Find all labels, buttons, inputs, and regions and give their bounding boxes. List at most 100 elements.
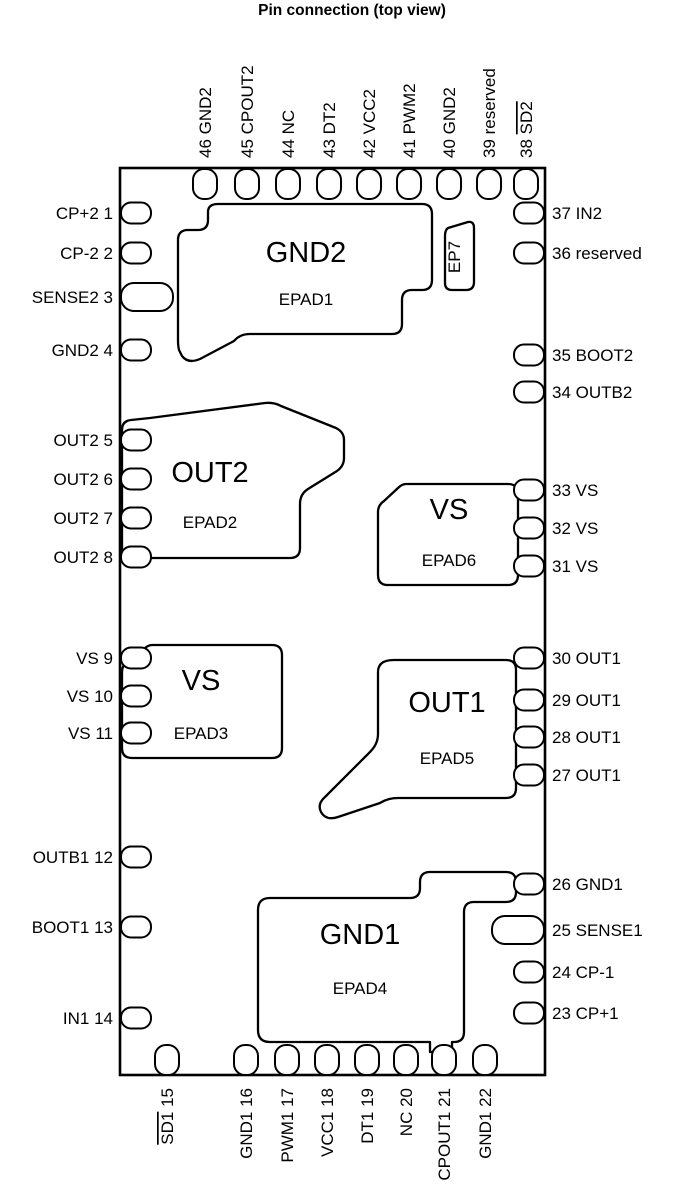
pad-vs-right-label: VS xyxy=(430,494,469,526)
pin-3 xyxy=(120,282,174,312)
pin-10-label: VS 10 xyxy=(67,687,113,706)
pin-14-label: IN1 14 xyxy=(63,1009,113,1028)
pin-22 xyxy=(472,1044,498,1076)
pad-epad2-id: EPAD2 xyxy=(183,513,238,532)
pin-6 xyxy=(120,467,152,491)
pin-40 xyxy=(436,168,462,200)
pin-34-label: 34 OUTB2 xyxy=(552,383,632,402)
pin-31 xyxy=(513,554,545,578)
pin-27 xyxy=(513,763,545,787)
pin-46 xyxy=(192,168,218,200)
pin-26-label: 26 GND1 xyxy=(552,875,623,894)
pad-out1-label: OUT1 xyxy=(408,687,485,719)
pin-7 xyxy=(120,506,152,530)
pin-5 xyxy=(120,428,152,452)
pin-40-label: 40 GND2 xyxy=(440,87,459,158)
bottom-pins: SD1 15 GND1 16 PWM1 17 VCC1 18 DT1 19 NC 20 CP… xyxy=(154,1044,498,1181)
pin-15 xyxy=(154,1044,180,1076)
pin-9 xyxy=(120,646,152,670)
pin-38-label: 38 SD2 xyxy=(517,101,536,158)
pin-2 xyxy=(120,241,152,265)
pin-26 xyxy=(513,872,545,896)
pin-43 xyxy=(316,168,342,200)
pin-1-label: CP+2 1 xyxy=(56,204,113,223)
pin-5-label: OUT2 5 xyxy=(53,431,113,450)
pin-17 xyxy=(274,1044,300,1076)
pin-21 xyxy=(431,1044,457,1076)
pad-gnd1-label: GND1 xyxy=(320,919,401,951)
pin-39 xyxy=(476,168,502,200)
pin-2-label: CP-2 2 xyxy=(60,244,113,263)
pin-37-label: 37 IN2 xyxy=(552,204,602,223)
pin-25 xyxy=(491,915,545,945)
pad-vs-left-label: VS xyxy=(182,665,221,697)
pin-18-label: VCC1 18 xyxy=(318,1088,337,1157)
pin-13 xyxy=(120,915,152,939)
pin-12-label: OUTB1 12 xyxy=(33,848,113,867)
pin-24-label: 24 CP-1 xyxy=(552,963,614,982)
pin-44 xyxy=(275,168,301,200)
pin-21-label: CPOUT1 21 xyxy=(435,1088,454,1181)
pin-7-label: OUT2 7 xyxy=(53,509,113,528)
pad-epad4-gnd1 xyxy=(256,870,518,1054)
pad-epad5-out1 xyxy=(318,658,518,820)
pin-42-label: 42 VCC2 xyxy=(360,89,379,158)
pin-44-label: 44 NC xyxy=(279,110,298,158)
pin-12 xyxy=(120,845,152,869)
pin-25-label: 25 SENSE1 xyxy=(552,921,643,940)
pin-3-label: SENSE2 3 xyxy=(32,288,113,307)
pin-19-label: DT1 19 xyxy=(358,1088,377,1144)
pin-6-label: OUT2 6 xyxy=(53,470,113,489)
pin-4 xyxy=(120,338,152,362)
pin-28 xyxy=(513,725,545,749)
pad-epad1-gnd2 xyxy=(176,202,434,363)
pin-24 xyxy=(513,960,545,984)
pin-9-label: VS 9 xyxy=(76,649,113,668)
pin-14 xyxy=(120,1006,152,1030)
pin-16-label: GND1 16 xyxy=(237,1088,256,1159)
pad-out2-label: OUT2 xyxy=(171,457,248,489)
pin-31-label: 31 VS xyxy=(552,557,598,576)
pin-29 xyxy=(513,688,545,712)
pad-epad4-id: EPAD4 xyxy=(333,979,388,998)
pin-39-label: 39 reserved xyxy=(480,68,499,158)
pin-15-label: SD1 15 xyxy=(158,1088,177,1145)
pin-17-label: PWM1 17 xyxy=(278,1088,297,1163)
pin-11-label: VS 11 xyxy=(68,724,113,743)
pad-epad3-id: EPAD3 xyxy=(174,724,229,743)
pin-10 xyxy=(120,684,152,708)
pin-32 xyxy=(513,516,545,540)
pin-23 xyxy=(513,1001,545,1025)
pin-29-label: 29 OUT1 xyxy=(552,691,621,710)
pin-18 xyxy=(314,1044,340,1076)
pin-42 xyxy=(356,168,382,200)
pin-4-label: GND2 4 xyxy=(52,341,113,360)
pin-30-label: 30 OUT1 xyxy=(552,649,621,668)
pin-13-label: BOOT1 13 xyxy=(32,918,113,937)
pin-30 xyxy=(513,646,545,670)
pin-36-label: 36 reserved xyxy=(552,244,642,263)
pin-32-label: 32 VS xyxy=(552,519,598,538)
pin-46-label: 46 GND2 xyxy=(196,87,215,158)
page-title: Pin connection (top view) xyxy=(258,2,446,19)
pin-20 xyxy=(393,1044,419,1076)
pin-45 xyxy=(234,168,260,200)
pin-8-label: OUT2 8 xyxy=(53,548,113,567)
pin-33-label: 33 VS xyxy=(552,481,598,500)
left-pins: CP+2 1 CP-2 2 SENSE2 3 GND2 4 OUT2 5 OUT2 6 OU… xyxy=(32,201,174,1030)
pad-epad2-out2 xyxy=(120,401,346,560)
pin-20-label: NC 20 xyxy=(397,1088,416,1136)
pin-8 xyxy=(120,545,152,569)
pin-35 xyxy=(513,343,545,367)
pin-28-label: 28 OUT1 xyxy=(552,728,621,747)
pin-33 xyxy=(513,478,545,502)
pin-1 xyxy=(120,201,152,225)
pin-19 xyxy=(354,1044,380,1076)
pin-22-label: GND1 22 xyxy=(476,1088,495,1159)
pin-34 xyxy=(513,380,545,404)
pad-ep7-label: EP7 xyxy=(445,241,464,273)
pad-gnd2-label: GND2 xyxy=(266,237,347,269)
